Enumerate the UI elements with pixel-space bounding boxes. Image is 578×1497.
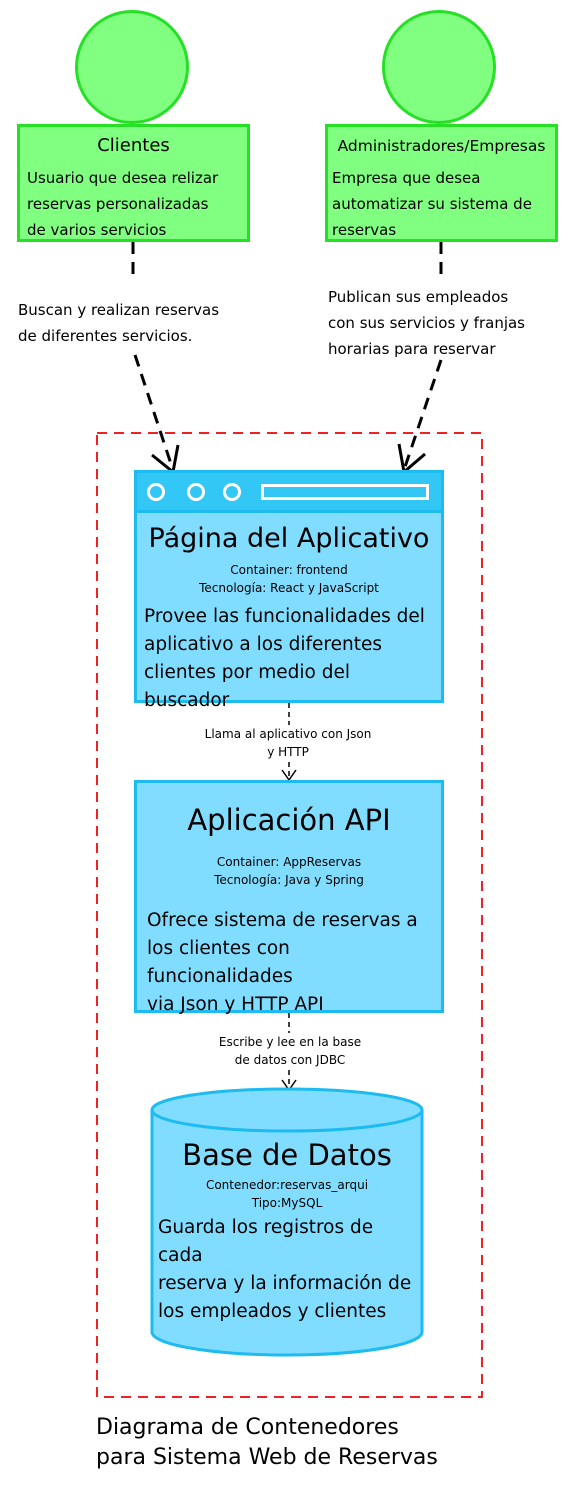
container-description: Guarda los registros de cada reserva y l… [158, 1217, 412, 1322]
browser-bar [137, 473, 441, 513]
clientes-arrow [131, 242, 180, 475]
empresas-person-icon [382, 10, 496, 124]
actor-title: Clientes [97, 135, 170, 156]
window-dot-icon [223, 483, 241, 501]
address-bar-icon [261, 484, 429, 500]
diagram-caption: Diagrama de Contenedores para Sistema We… [96, 1415, 438, 1470]
database-cylinder [150, 1087, 424, 1357]
container-title: Base de Datos [182, 1138, 392, 1172]
container-description: Ofrece sistema de reservas a los cliente… [147, 910, 418, 1015]
container-title: Aplicación API [187, 803, 391, 837]
api-to-db-label: Escribe y lee en la base de datos con JD… [218, 1035, 362, 1067]
web-app-container[interactable]: Página del Aplicativo Container: fronten… [134, 470, 444, 711]
container-meta: Contenedor:reservas_arqui Tipo:MySQL [205, 1178, 369, 1210]
clientes-person-icon [75, 10, 189, 124]
empresas-actor[interactable]: Administradores/Empresas Empresa que des… [325, 124, 558, 242]
api-container[interactable]: Aplicación API Container: AppReservas Te… [134, 780, 444, 1015]
clientes-actor[interactable]: Clientes Usuario que desea relizar reser… [17, 124, 250, 242]
web-to-api-label: Llama al aplicativo con Json y HTTP [204, 727, 372, 759]
container-description: Provee las funcionalidades del aplicativ… [144, 606, 425, 711]
container-meta: Container: frontend Tecnología: React y … [199, 563, 379, 595]
clientes-relation-label: Buscan y realizan reservas de diferentes… [18, 301, 220, 345]
window-dot-icon [187, 483, 205, 501]
system-boundary [96, 432, 483, 1398]
container-meta: Container: AppReservas Tecnología: Java … [214, 855, 364, 887]
actor-title: Administradores/Empresas [337, 137, 546, 155]
actor-description: Usuario que desea relizar reservas perso… [27, 169, 219, 239]
actor-description: Empresa que desea automatizar su sistema… [332, 169, 532, 239]
empresas-relation-label: Publican sus empleados con sus servicios… [328, 288, 525, 358]
database-container[interactable]: Base de Datos Contenedor:reservas_arqui … [152, 1130, 422, 1340]
window-dot-icon [147, 483, 165, 501]
container-title: Página del Aplicativo [148, 523, 430, 554]
